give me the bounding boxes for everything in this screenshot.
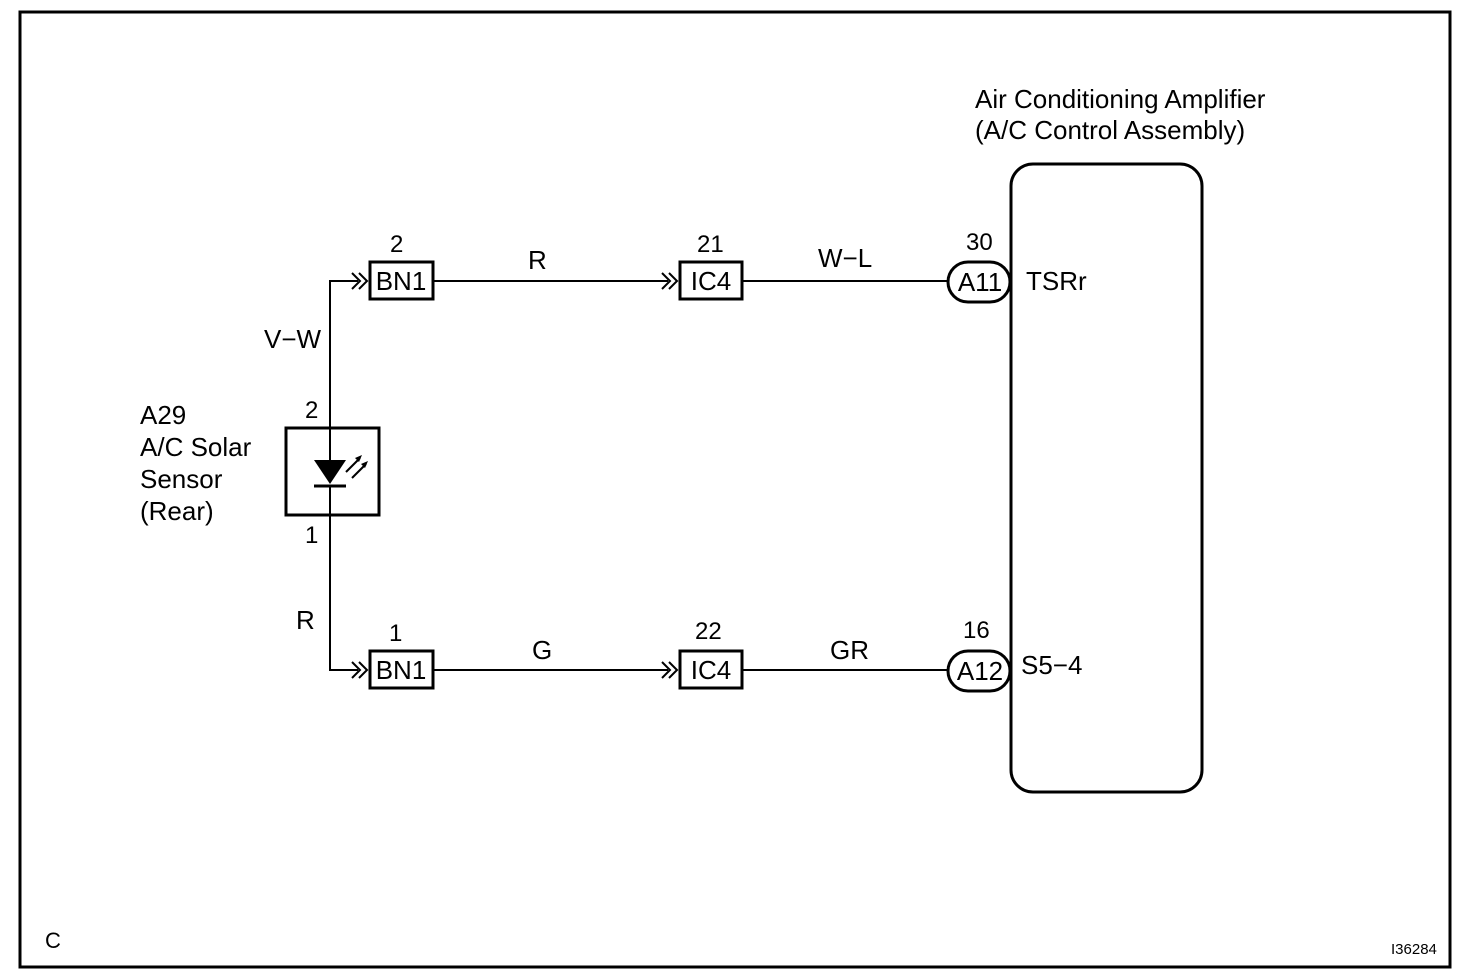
connector-pin-bottom-ic4: 22: [695, 618, 722, 645]
wire-label-bottom-right: GR: [830, 635, 869, 665]
terminal-name-top: TSRr: [1026, 266, 1087, 296]
terminal-label-top: A11: [958, 267, 1002, 297]
terminal-top-connector: [946, 260, 1012, 304]
terminal-label-bottom: A12: [957, 656, 1003, 686]
connector-top-bn1: [368, 260, 435, 301]
chevron-icon: [661, 272, 679, 290]
connector-bottom-bn1: [368, 649, 435, 690]
amplifier-box: [1009, 162, 1204, 794]
connector-pin-top-bn1: 2: [390, 231, 403, 258]
sensor-code: A29: [140, 400, 186, 430]
wire-label-top-mid: R: [528, 245, 547, 275]
diagram-frame: [18, 10, 1452, 969]
sensor-name-line3: (Rear): [140, 496, 214, 526]
corner-letter: C: [45, 928, 61, 953]
amplifier-subtitle: (A/C Control Assembly): [975, 115, 1245, 145]
wire-label-sensor-bottom: R: [296, 605, 315, 635]
sensor-pin-top: 2: [305, 397, 318, 424]
sensor-pin-bottom: 1: [305, 522, 318, 549]
connector-label-top-ic4: IC4: [691, 266, 731, 296]
amplifier-title: Air Conditioning Amplifier: [975, 84, 1266, 114]
connector-label-bottom-bn1: BN1: [376, 655, 427, 685]
wire-label-bottom-mid: G: [532, 635, 552, 665]
terminal-bottom-connector: [946, 649, 1012, 693]
connector-label-bottom-ic4: IC4: [691, 655, 731, 685]
chevron-icon: [351, 661, 369, 679]
terminal-name-bottom: S5−4: [1021, 650, 1082, 680]
figure-id: I36284: [1391, 941, 1437, 958]
connector-pin-top-ic4: 21: [697, 231, 724, 258]
chevron-icon: [351, 272, 369, 290]
connector-bottom-ic4: [678, 649, 744, 690]
terminal-pin-bottom: 16: [963, 617, 990, 644]
connector-pin-bottom-bn1: 1: [389, 620, 402, 647]
photodiode-icon: [314, 428, 368, 515]
terminal-pin-top: 30: [966, 229, 993, 256]
connector-label-top-bn1: BN1: [376, 266, 427, 296]
connector-top-ic4: [678, 260, 744, 301]
wire-sensor-bottom: [329, 515, 358, 671]
sensor-name-line2: Sensor: [140, 464, 223, 494]
chevron-icon: [661, 661, 679, 679]
sensor-name-line1: A/C Solar: [140, 432, 252, 462]
wire-label-top-right: W−L: [818, 243, 872, 273]
wire-sensor-top: [329, 280, 358, 428]
wire-label-sensor-top: V−W: [264, 324, 322, 354]
